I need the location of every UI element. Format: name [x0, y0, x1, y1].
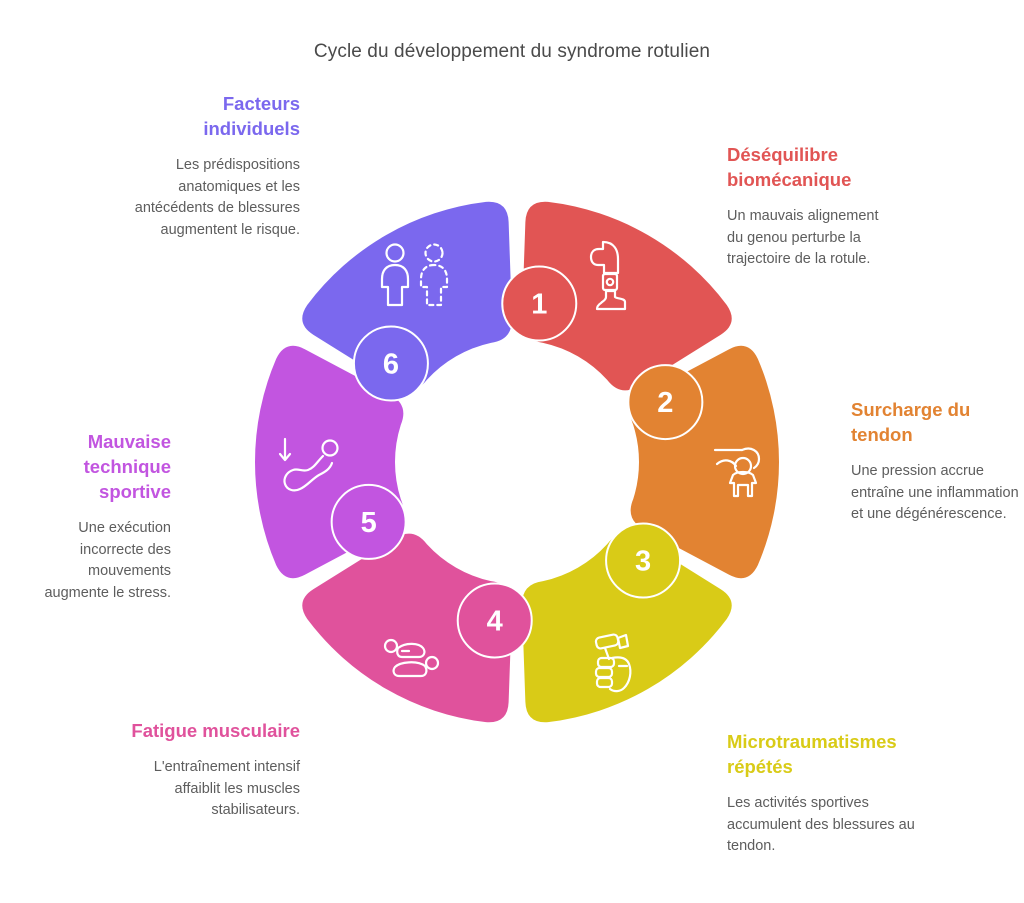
step-badge-circle-2 — [627, 364, 704, 441]
segment-label-4: Fatigue musculaire L'entraînement intens… — [125, 719, 300, 822]
step-badge-circle-4 — [456, 582, 533, 659]
segment-description-1: Un mauvais alignement du genou perturbe … — [727, 207, 879, 268]
step-number-2: 2 — [657, 387, 673, 419]
step-number-1: 1 — [531, 289, 547, 321]
segment-description-3: Les activités sportives accumulent des b… — [727, 794, 915, 855]
segment-description-6: Les prédispositions anatomiques et les a… — [134, 156, 300, 239]
person-overhead-lift-icon — [713, 447, 761, 498]
segment-label-5: Mauvaise technique sportive Une exécutio… — [25, 430, 171, 605]
segment-description-4: L'entraînement intensif affaiblit les mu… — [153, 758, 300, 819]
step-badge-circle-6 — [352, 325, 429, 402]
hand-massage-gun-icon — [594, 633, 632, 693]
segment-label-2: Surcharge du tendon Une pression accrue … — [851, 398, 1023, 526]
step-badge-2[interactable]: 2 — [627, 364, 704, 441]
cycle-segment-6[interactable] — [302, 201, 513, 391]
segment-label-1: Déséquilibre biomécanique Un mauvais ali… — [727, 143, 897, 271]
two-people-icon — [380, 243, 449, 307]
segment-label-3: Microtraumatismes répétés Les activités … — [727, 730, 917, 858]
cycle-segment-4[interactable] — [302, 533, 513, 723]
segment-title-6: Facteurs individuels — [203, 93, 300, 139]
reclining-figure-down-arrow-icon — [278, 437, 339, 492]
exhausted-figures-icon — [383, 638, 440, 678]
step-number-6: 6 — [383, 348, 399, 380]
icons-layer — [278, 240, 761, 693]
segment-title-5: Mauvaise technique sportive — [83, 431, 171, 502]
segment-title-2: Surcharge du tendon — [851, 399, 971, 445]
step-badge-6[interactable]: 6 — [352, 325, 429, 402]
step-badge-circle-5 — [330, 483, 407, 560]
segment-title-3: Microtraumatismes répétés — [727, 731, 897, 777]
step-number-4: 4 — [487, 605, 503, 637]
segment-title-1: Déséquilibre biomécanique — [727, 144, 852, 190]
cycle-segment-3[interactable] — [521, 533, 732, 723]
step-badge-4[interactable]: 4 — [456, 582, 533, 659]
step-number-3: 3 — [635, 546, 651, 578]
step-badge-1[interactable]: 1 — [501, 265, 578, 342]
segment-description-5: Une exécution incorrecte des mouvements … — [44, 519, 171, 602]
step-badge-3[interactable]: 3 — [605, 522, 682, 599]
segment-label-6: Facteurs individuels Les prédispositions… — [130, 92, 300, 242]
step-number-5: 5 — [361, 507, 377, 539]
step-badge-5[interactable]: 5 — [330, 483, 407, 560]
segments-layer — [255, 201, 780, 723]
step-badge-circle-3 — [605, 522, 682, 599]
badges-layer: 1 2 3 4 5 6 — [330, 265, 704, 659]
cycle-segment-1[interactable] — [521, 201, 732, 391]
step-badge-circle-1 — [501, 265, 578, 342]
segment-title-4: Fatigue musculaire — [131, 720, 300, 741]
segment-description-2: Une pression accrue entraîne une inflamm… — [851, 462, 1019, 523]
prosthetic-leg-icon — [589, 240, 627, 311]
page-title: Cycle du développement du syndrome rotul… — [313, 41, 711, 62]
